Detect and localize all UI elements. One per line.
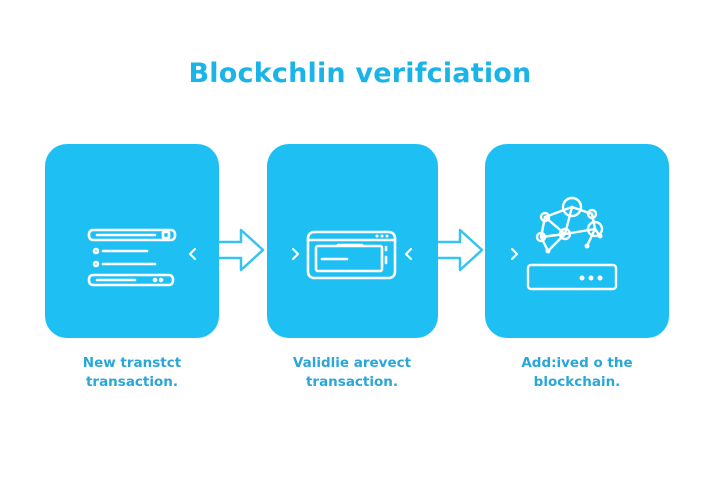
step-card-validate-transaction (267, 144, 438, 338)
list-icon (87, 228, 196, 287)
step-caption-2: Validlie arevect transaction. (252, 354, 452, 392)
step-caption-3-line-1: Add:ived o the (521, 355, 633, 371)
step-caption-3: Add:ived o the blockchain. (477, 354, 677, 392)
step-caption-2-line-1: Validlie arevect (292, 355, 412, 371)
step-caption-2-line-2: transaction. (305, 374, 399, 390)
step-caption-1-line-2: transaction. (85, 374, 179, 390)
step-caption-1: New transtct transaction. (32, 354, 232, 392)
step-card-new-transaction (45, 144, 219, 338)
step-caption-1-line-1: New transtct (82, 355, 182, 371)
step-caption-3-line-2: blockchain. (533, 374, 621, 390)
network-server-icon (511, 196, 618, 291)
diagram-title: Blockchlin verifciation (188, 58, 532, 89)
arrow-icon (438, 228, 484, 272)
step-card-add-to-blockchain (485, 144, 669, 338)
window-icon (292, 230, 412, 280)
arrow-icon (219, 228, 265, 272)
